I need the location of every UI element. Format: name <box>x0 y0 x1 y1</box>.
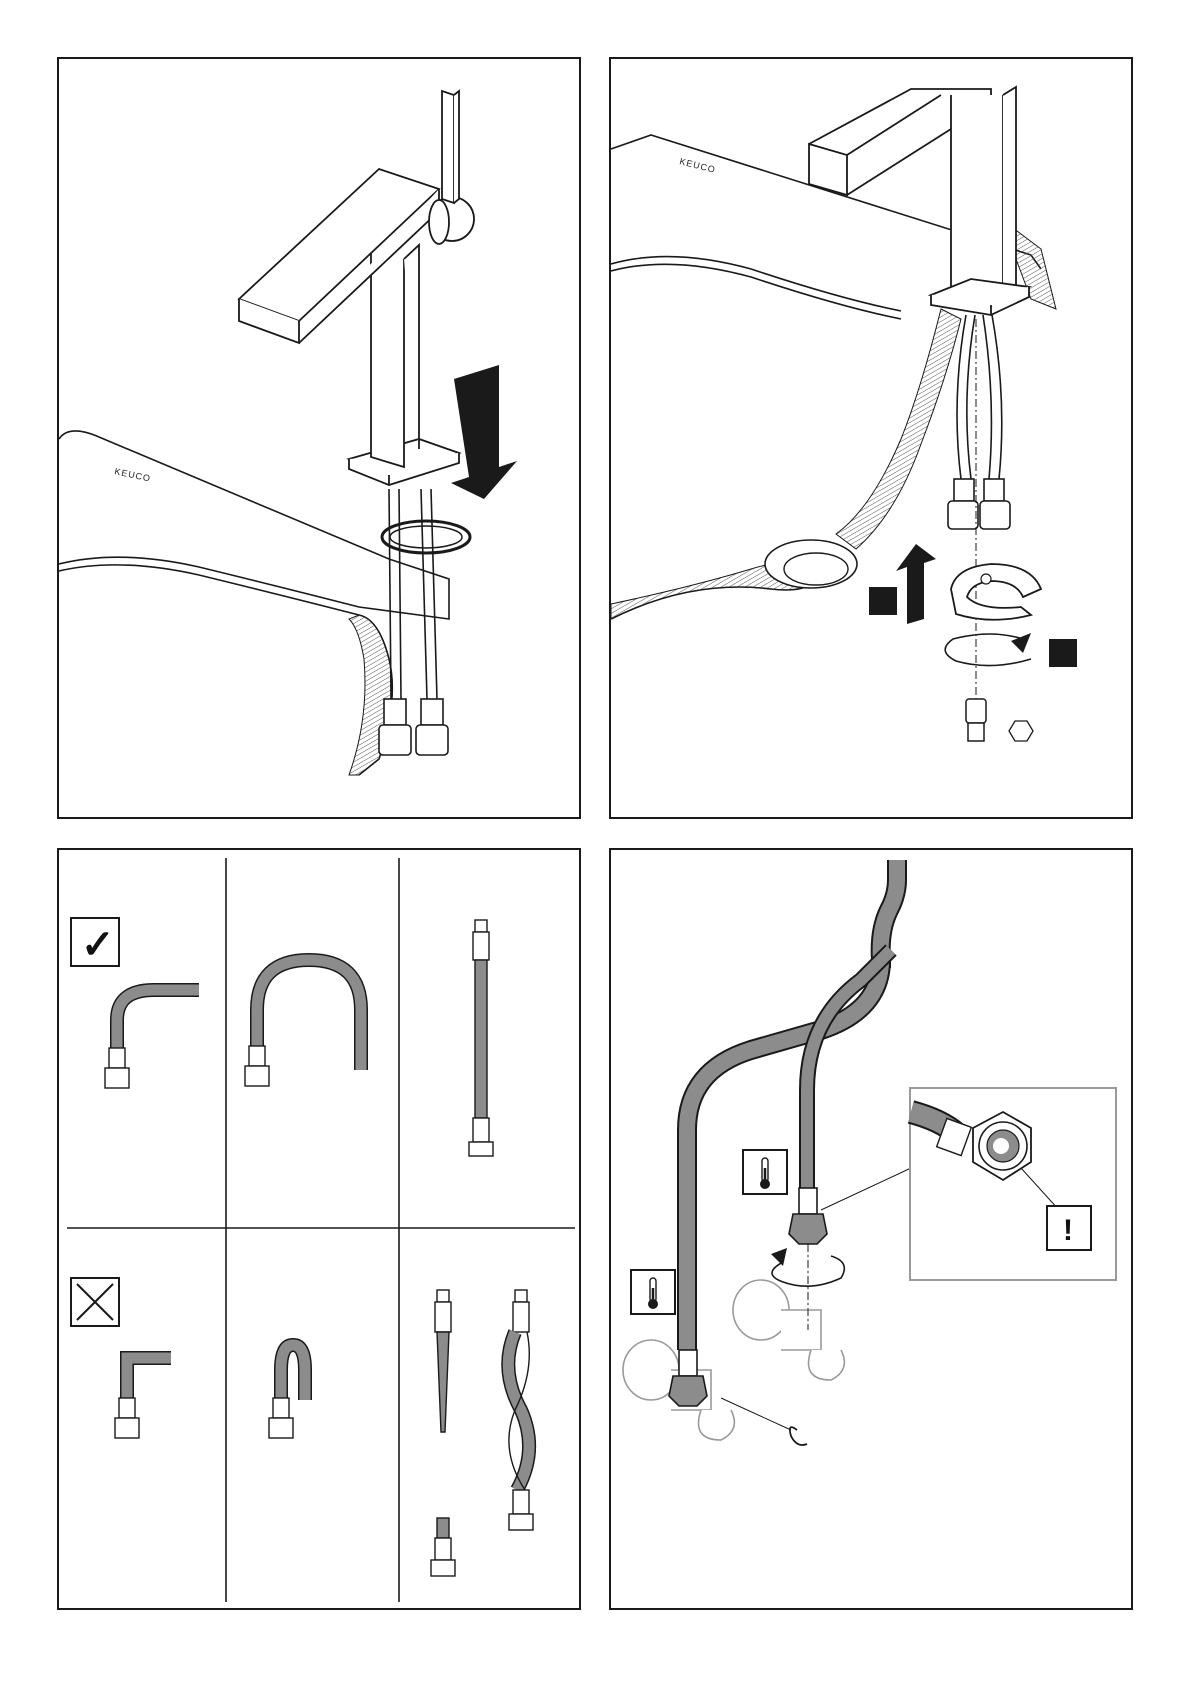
basin-cut-section-right <box>836 309 961 549</box>
basin-logo: KEUCO <box>679 156 717 175</box>
checkmark-icon: ✓ <box>81 923 115 967</box>
fasten-washer-illustration: KEUCO <box>611 59 1131 817</box>
up-arrow-icon <box>896 544 936 624</box>
hose-tight-loop <box>269 1345 305 1438</box>
thermometer-icon <box>631 1270 675 1314</box>
right-hex-nut <box>789 1188 827 1244</box>
step-label-square-2 <box>1049 639 1077 667</box>
hose-cut <box>431 1290 455 1576</box>
horseshoe-washer <box>951 564 1041 620</box>
hose-gentle-bend <box>105 990 199 1088</box>
hose-rules-illustration: ✓ <box>59 850 579 1608</box>
hose-u-bend <box>245 960 361 1086</box>
hose-straight <box>469 920 493 1156</box>
faucet <box>239 91 474 485</box>
basin-logo: KEUCO <box>114 466 152 483</box>
hex-socket-tool <box>966 699 986 741</box>
step-label-square-1 <box>869 587 897 615</box>
mount-faucet-illustration: KEUCO <box>59 59 579 817</box>
angle-valve-right <box>733 1280 844 1380</box>
thermometer-icon <box>743 1150 787 1194</box>
seal-clip <box>790 1427 807 1445</box>
panel-fasten-washer: KEUCO <box>609 57 1133 819</box>
hose-kinked <box>115 1358 171 1438</box>
hot-water-hose <box>687 860 897 1350</box>
panel-hose-bending-rules: ✓ <box>57 848 581 1610</box>
detail-leader-line <box>821 1168 911 1210</box>
svg-text:!: ! <box>1063 1214 1073 1247</box>
connect-valves-illustration: ! <box>611 850 1131 1608</box>
panel-mount-faucet: KEUCO <box>57 57 581 819</box>
down-arrow-icon <box>451 365 517 499</box>
hose-twisted <box>508 1290 533 1530</box>
warning-icon: ! <box>1047 1206 1091 1250</box>
faucet <box>809 87 1029 315</box>
rules-grid <box>67 858 575 1602</box>
supply-hoses <box>948 315 1010 529</box>
hex-socket-icon <box>1009 721 1033 741</box>
panel-connect-angle-valves: ! <box>609 848 1133 1610</box>
